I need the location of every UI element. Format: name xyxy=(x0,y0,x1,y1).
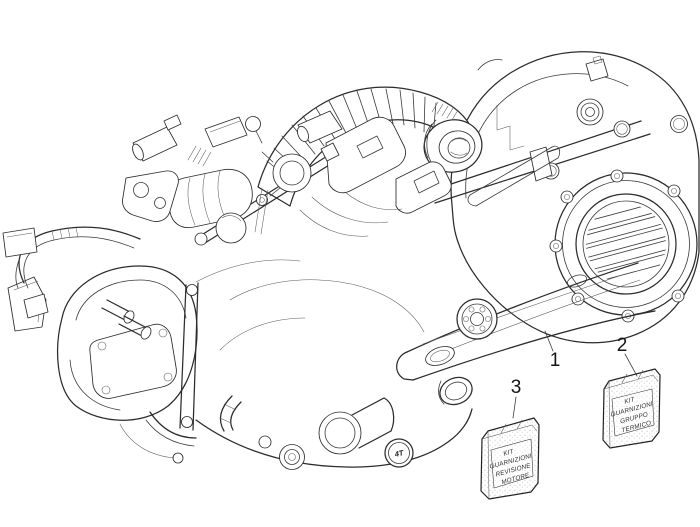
hose-connector xyxy=(423,119,483,173)
callout-3: 3 xyxy=(511,377,522,419)
transmission-cover xyxy=(429,51,700,344)
callout-2: 2 xyxy=(617,335,638,377)
grille-rim-bolts xyxy=(549,169,685,323)
packet-2-line-1: KIT xyxy=(624,396,637,406)
mount-bushing xyxy=(279,444,305,470)
spark-plug-boot xyxy=(7,276,49,332)
oil-filler-cap: 4T xyxy=(384,438,414,468)
gasket-kit-packet-2: KIT GUARNIZIONI GRUPPO TERMICO xyxy=(602,368,661,449)
starter-motor xyxy=(318,397,395,455)
packet-3-line-1: KIT xyxy=(503,448,516,458)
callout-3-leader xyxy=(512,396,517,419)
intake-hose xyxy=(257,86,483,207)
hose-hatch xyxy=(431,101,459,121)
callout-1-leader xyxy=(544,330,554,352)
arm-hub xyxy=(456,298,498,340)
callout-1: 1 xyxy=(544,330,561,371)
cylinder-head xyxy=(2,226,198,447)
breather-spouts xyxy=(101,299,152,340)
cover-arm xyxy=(396,262,656,443)
callout-2-leader xyxy=(624,353,638,377)
callout-1-label: 1 xyxy=(550,350,561,371)
cable-end-block xyxy=(2,227,38,289)
ignition-cable xyxy=(18,226,141,289)
callout-3-label: 3 xyxy=(511,377,522,398)
callout-2-label: 2 xyxy=(617,335,628,356)
throttle-cluster xyxy=(122,110,452,244)
coolant-hose xyxy=(219,395,242,432)
oil-cap-badge: 4T xyxy=(393,448,406,459)
gasket-kit-packet-3: KIT GUARNIZIONI REVISIONE MOTORE xyxy=(480,417,540,500)
crankcase: 4T xyxy=(119,259,473,470)
